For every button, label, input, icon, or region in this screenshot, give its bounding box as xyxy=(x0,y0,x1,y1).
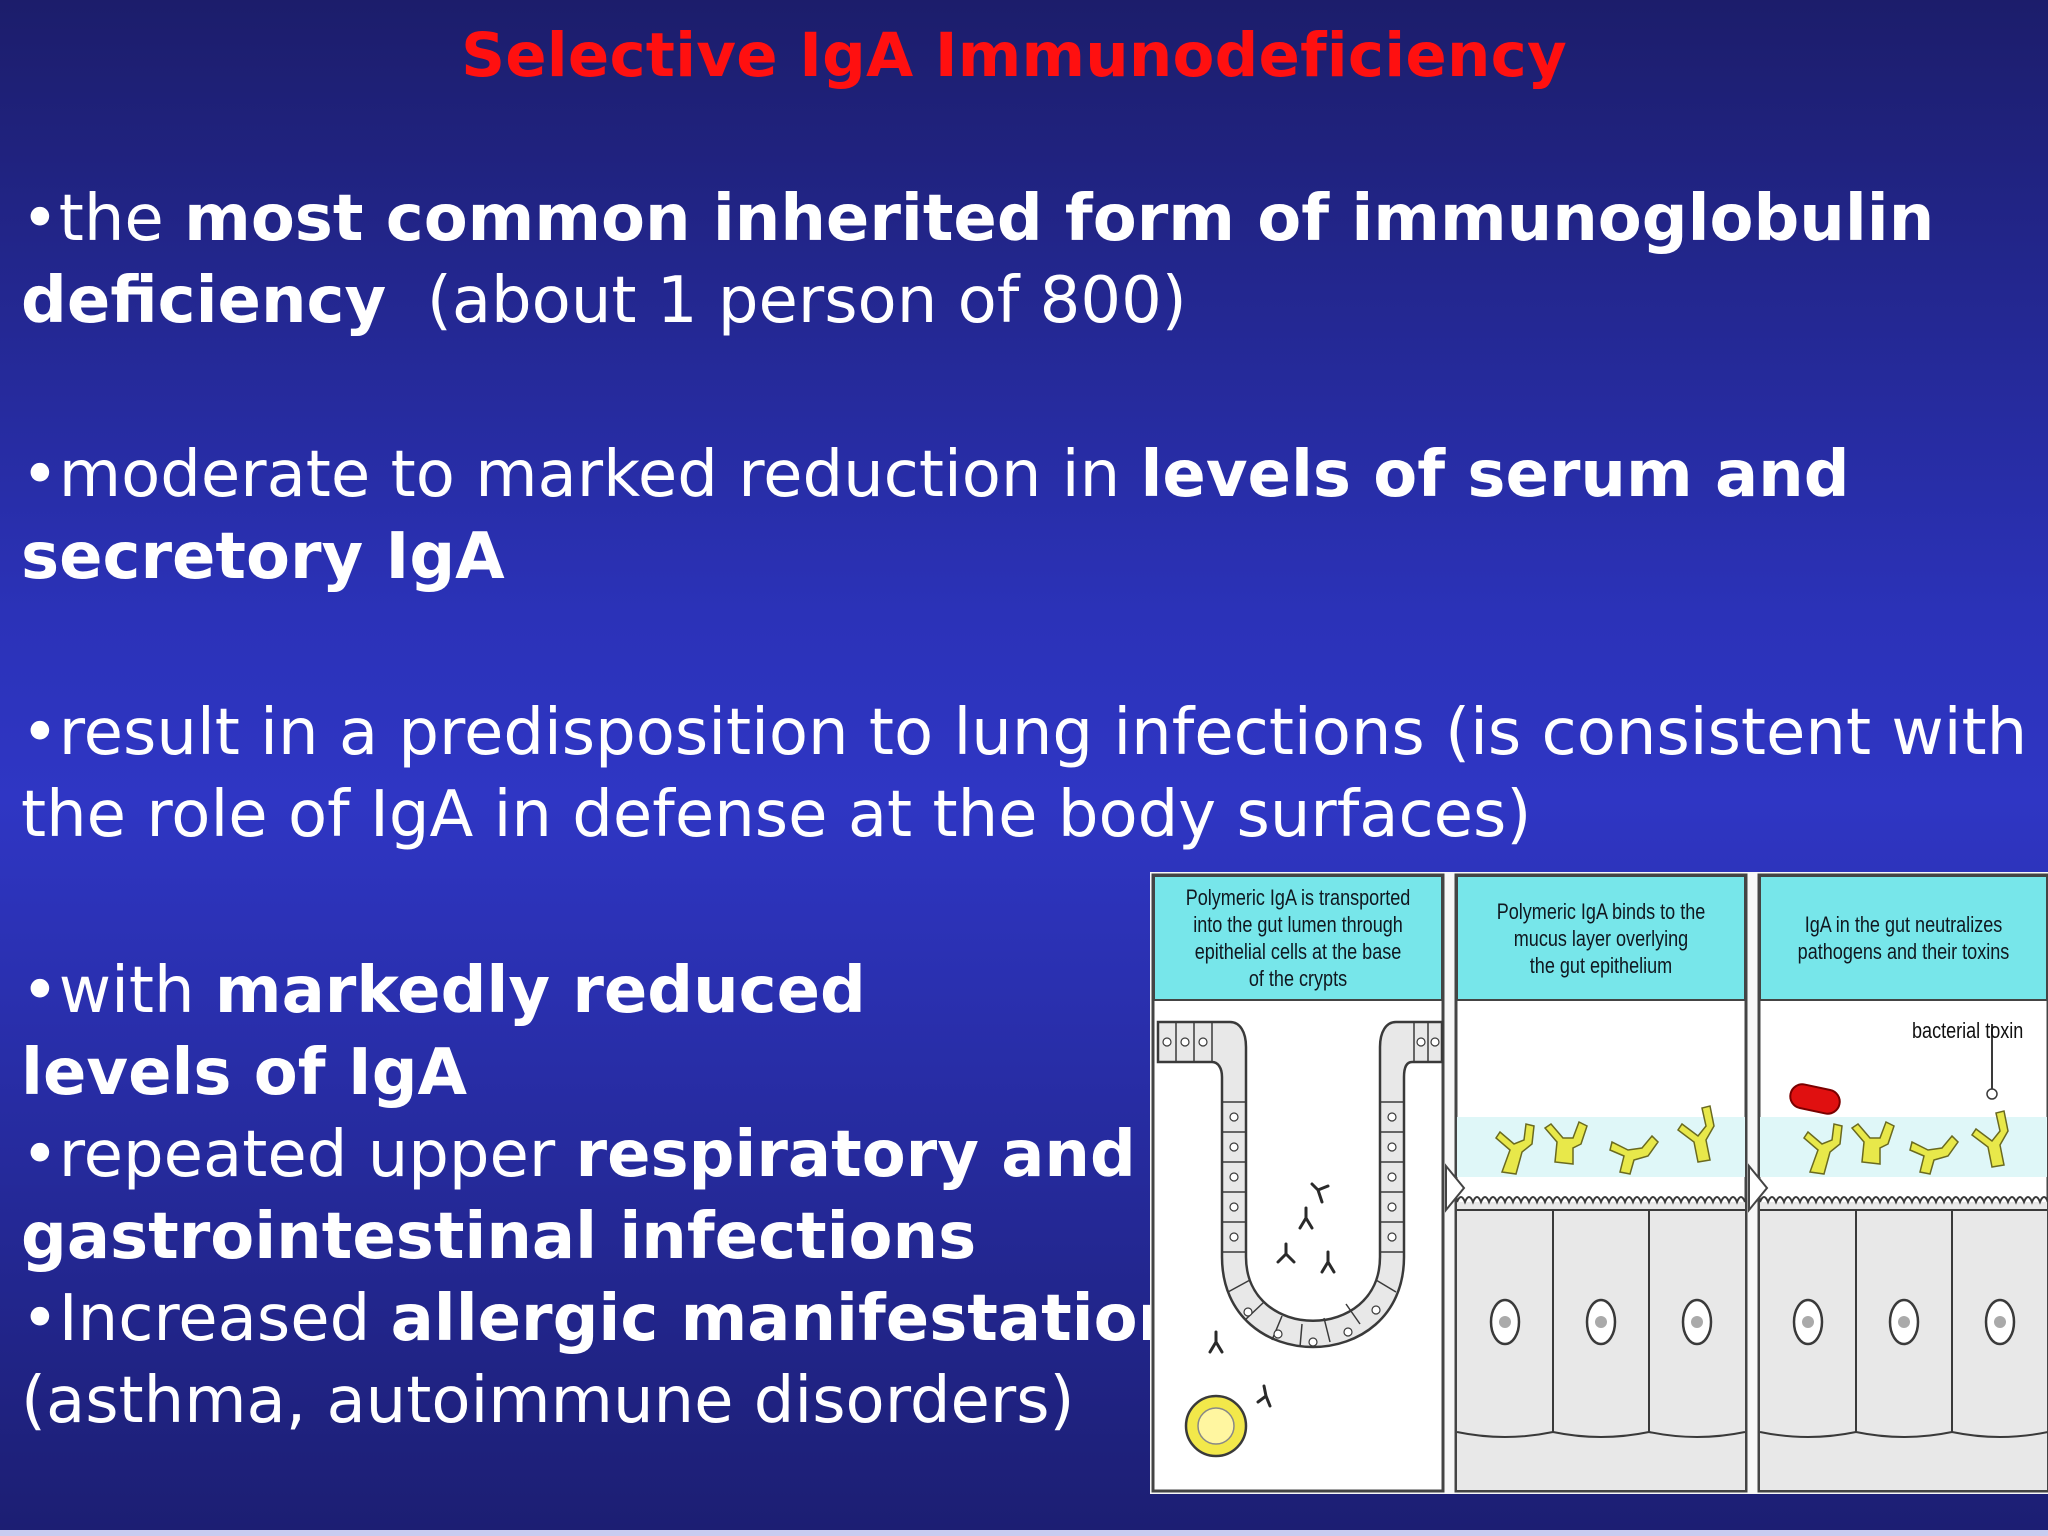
iga-antibodies xyxy=(1495,1105,2009,1175)
bold-text-run: secretory IgA xyxy=(21,520,505,594)
bullet-line: secretory IgA xyxy=(21,516,1850,598)
bullet-line: •the most common inherited form of immun… xyxy=(21,178,1934,260)
panel-label-line: IgA in the gut neutralizes xyxy=(1804,912,2003,937)
panel-2-header xyxy=(1456,875,1746,1001)
bold-text-run: deficiency xyxy=(21,264,387,338)
bullet-line: •repeated upper respiratory and xyxy=(21,1114,1221,1196)
epithelium-panel-3 xyxy=(1759,1024,2048,1490)
bold-text-run: levels of IgA xyxy=(21,1036,468,1110)
slide-bottom-strip xyxy=(0,1530,2048,1536)
arrow-panel-1-to-2 xyxy=(1445,1163,1466,1213)
text-run: (asthma, autoimmune disorders) xyxy=(21,1364,1075,1438)
bold-text-run: levels of serum and xyxy=(1140,438,1850,512)
panel-label-line: into the gut lumen through xyxy=(1193,912,1403,937)
panel-label-line: epithelial cells at the base xyxy=(1194,939,1402,964)
text-run: the role of IgA in defense at the body s… xyxy=(21,778,1532,852)
panel-label-line: pathogens and their toxins xyxy=(1797,939,2010,964)
panel-3-header xyxy=(1759,875,2048,1001)
panel-label-line: of the crypts xyxy=(1248,966,1348,991)
bullet-common-form: •the most common inherited form of immun… xyxy=(21,178,1934,342)
text-run: •result in a predisposition to lung infe… xyxy=(21,696,2028,770)
bullet-line: (asthma, autoimmune disorders) xyxy=(21,1360,1221,1442)
iga-gut-diagram xyxy=(1151,873,2048,1493)
bullet-line: •result in a predisposition to lung infe… xyxy=(21,692,2027,774)
bullet-line: •with markedly reduced xyxy=(21,950,1221,1032)
text-run: •moderate to marked reduction in xyxy=(21,438,1141,512)
bullet-reduced-levels: •moderate to marked reduction in levels … xyxy=(21,434,1850,598)
bacterial-toxin-label: bacterial toxin xyxy=(1912,1018,2024,1043)
bullet-line: •Increased allergic manifestations xyxy=(21,1278,1221,1360)
bullet-line: •moderate to marked reduction in levels … xyxy=(21,434,1850,516)
panel-label-line: mucus layer overlying xyxy=(1513,925,1689,951)
bullet-line: levels of IgA xyxy=(21,1032,1221,1114)
panel-label-line: Polymeric IgA binds to the xyxy=(1496,898,1706,924)
text-run: •the xyxy=(21,182,185,256)
bold-text-run: allergic manifestations xyxy=(390,1282,1222,1356)
bullet-lung-infections: •result in a predisposition to lung infe… xyxy=(21,692,2027,856)
slide-title: Selective IgA Immunodeficiency xyxy=(461,20,1567,91)
text-run: •with xyxy=(21,954,215,1028)
text-run: (about 1 person of 800) xyxy=(386,264,1187,338)
bold-text-run: most common inherited form of immunoglob… xyxy=(184,182,1935,256)
bold-text-run: markedly reduced xyxy=(214,954,866,1028)
text-run: •Increased xyxy=(21,1282,391,1356)
bullet-line: gastrointestinal infections xyxy=(21,1196,1221,1278)
panel-label-line: Polymeric IgA is transported xyxy=(1185,885,1411,910)
panel-1-header xyxy=(1153,875,1443,1001)
panel-label-line: the gut epithelium xyxy=(1529,952,1673,978)
bullet-line: deficiency (about 1 person of 800) xyxy=(21,260,1934,342)
bold-text-run: gastrointestinal infections xyxy=(21,1200,977,1274)
bullet-line: the role of IgA in defense at the body s… xyxy=(21,774,2027,856)
bold-text-run: respiratory and xyxy=(575,1118,1136,1192)
crypt-illustration xyxy=(1156,1020,1444,1458)
bacterium xyxy=(1789,1083,1841,1115)
epithelium-panel-2 xyxy=(1456,1117,1746,1490)
arrow-panel-2-to-3 xyxy=(1748,1163,1769,1213)
text-run: •repeated upper xyxy=(21,1118,576,1192)
